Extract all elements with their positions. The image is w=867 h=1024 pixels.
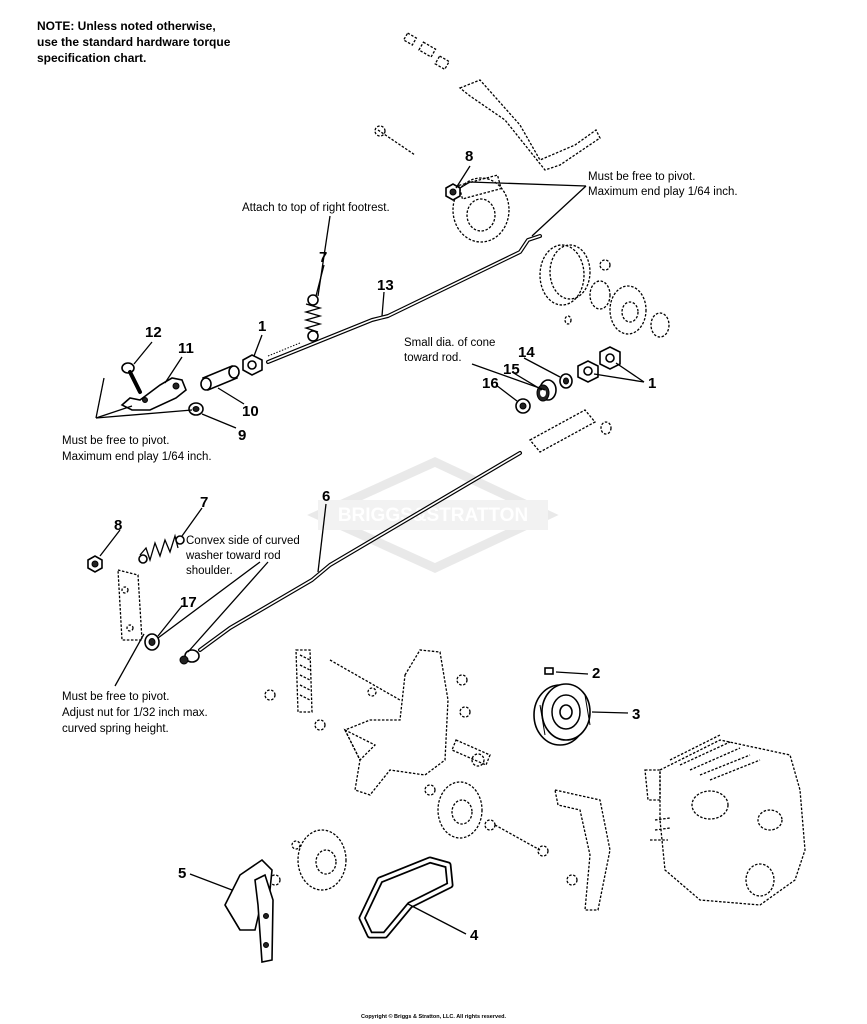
control-rod-13 (266, 234, 542, 364)
nut-9 (188, 402, 204, 416)
ghost-top-bracket (374, 32, 601, 243)
callout-7-top: 7 (319, 249, 327, 266)
note-cone-line1: Small dia. of cone (404, 337, 495, 349)
ghost-left-plate (117, 569, 143, 641)
note-adjust-line2: Adjust nut for 1/32 inch max. (62, 707, 208, 719)
callout-14: 14 (518, 344, 535, 361)
callout-1-right: 1 (648, 375, 656, 392)
note-footrest: Attach to top of right footrest. (242, 202, 390, 214)
callout-12: 12 (145, 324, 162, 341)
note-text: NOTE: Unless noted otherwise, use the st… (37, 19, 231, 65)
washer-14 (559, 373, 573, 389)
callout-17: 17 (180, 594, 197, 611)
note-pivot-top-line2: Maximum end play 1/64 inch. (588, 186, 738, 198)
callout-16: 16 (482, 375, 499, 392)
callout-4: 4 (470, 927, 479, 944)
note-adjust-line3: curved spring height. (62, 723, 169, 735)
bushing-10 (200, 364, 240, 392)
callout-8-top: 8 (465, 148, 473, 165)
curved-washer-17 (144, 633, 160, 651)
watermark-text: BRIGGS&STRATTON (338, 505, 528, 526)
nut-8-top (445, 183, 461, 201)
nut-8-lower (87, 555, 103, 573)
nut-1-left (242, 354, 263, 376)
bolt-12 (121, 362, 142, 394)
callout-numbers: 8 7 13 1 12 11 10 9 14 15 16 1 6 7 8 17 … (114, 148, 656, 944)
note-convex-line3: shoulder. (186, 565, 233, 577)
ghost-right-pulley-stack (539, 244, 670, 338)
callout-8-lower: 8 (114, 517, 122, 534)
callout-6: 6 (322, 488, 330, 505)
spring-7-lower (138, 533, 185, 564)
ghost-rod-end (528, 409, 612, 453)
note-adjust-line1: Must be free to pivot. (62, 691, 169, 703)
annotations: Must be free to pivot. Maximum end play … (62, 171, 738, 735)
note-pivot-top-line1: Must be free to pivot. (588, 171, 695, 183)
note-convex-line1: Convex side of curved (186, 535, 300, 547)
belt-guard-5 (224, 858, 274, 963)
belt-4 (358, 856, 454, 939)
ghost-lower-linkage (264, 649, 549, 891)
nut-1-right-a (599, 346, 621, 370)
ghost-right-bracket (554, 789, 611, 911)
leader-lines (95, 165, 645, 935)
bracket-11 (120, 377, 187, 411)
callout-10: 10 (242, 403, 259, 420)
callout-1-left: 1 (258, 318, 266, 335)
pulley-3 (533, 683, 591, 746)
spring-7-top (303, 294, 323, 342)
nut-1-right-b (577, 360, 599, 383)
copyright-text: Copyright © Briggs & Stratton, LLC. All … (360, 1014, 507, 1020)
note-cone-line2: toward rod. (404, 352, 462, 364)
callout-2: 2 (592, 665, 600, 682)
callout-13: 13 (377, 277, 394, 294)
callout-5: 5 (178, 865, 186, 882)
control-rod-6 (179, 451, 522, 665)
callout-3: 3 (632, 706, 640, 723)
washer-16 (515, 398, 531, 414)
note-pivot-left-line1: Must be free to pivot. (62, 435, 169, 447)
callout-11: 11 (178, 340, 194, 357)
callout-7-lower: 7 (200, 494, 208, 511)
note-convex-line2: washer toward rod (185, 550, 281, 562)
key-2 (544, 667, 554, 675)
cone-washer-15 (536, 379, 557, 402)
note-pivot-left-line2: Maximum end play 1/64 inch. (62, 451, 212, 463)
callout-9: 9 (238, 427, 246, 444)
ghost-transmission (644, 734, 806, 906)
callout-15: 15 (503, 361, 520, 378)
